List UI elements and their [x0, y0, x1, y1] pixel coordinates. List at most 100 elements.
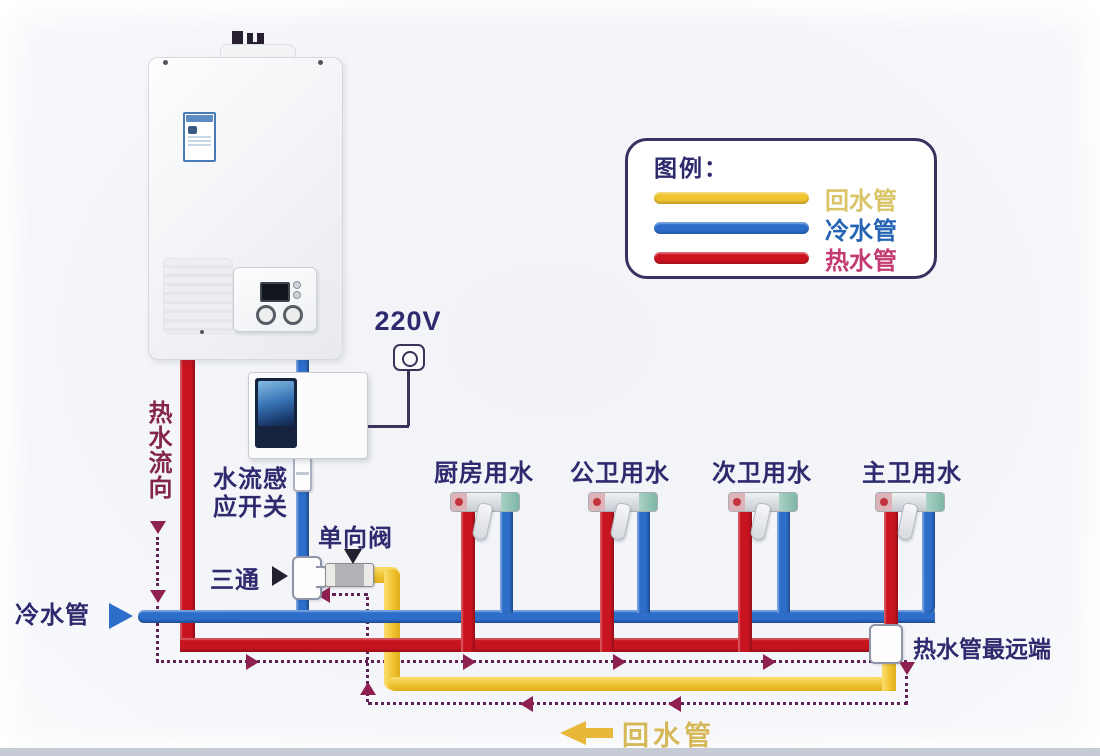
- tap-label-guest-bath: 公卫用水: [570, 460, 670, 487]
- cold-pipe-inlet-arrow-icon: [109, 603, 133, 629]
- hot-pipe-tap-riser: [738, 505, 752, 652]
- flow-sensor-label-line1: 水流感: [213, 466, 288, 493]
- boiler-top-collar: [220, 44, 296, 61]
- hot-flow-direction-label: 热水流向: [144, 400, 171, 500]
- flow-arrow-left-icon: [520, 696, 533, 712]
- floor-strip: [0, 748, 1100, 756]
- hot-pipe-swatch: [654, 252, 809, 264]
- flow-arrow-right-icon: [763, 654, 776, 670]
- cold-pipe-main-run: [138, 610, 935, 623]
- faucet-hot-inlet: [451, 493, 467, 511]
- outlet-hole: [402, 351, 418, 367]
- sticker-text-line: [188, 136, 211, 138]
- power-wire-vertical: [407, 369, 410, 426]
- legend-label-cold: 冷水管: [825, 217, 897, 245]
- hot-pipe-tap-riser: [461, 505, 475, 652]
- hot-pipe-tap-riser: [884, 505, 898, 640]
- check-valve-label: 单向阀: [318, 525, 393, 552]
- hot-flow-dotted-horizontal: [156, 660, 907, 663]
- sticker-header: [186, 115, 213, 122]
- faucet-cold-inlet: [926, 493, 944, 511]
- faucet-handle[interactable]: [471, 501, 494, 542]
- check-valve-pointer-icon: [344, 549, 362, 564]
- legend-label-return: 回水管: [825, 187, 897, 215]
- sticker-text-line: [188, 144, 211, 146]
- legend-box: 图例： 回水管 冷水管 热水管: [625, 138, 937, 279]
- flow-arrow-down-icon: [899, 662, 915, 675]
- faucet-kitchen[interactable]: [450, 492, 520, 542]
- sticker-text-line: [188, 140, 211, 142]
- boiler-vent-grille: [163, 258, 233, 334]
- flow-arrow-right-icon: [613, 654, 626, 670]
- faucet-hot-inlet: [876, 493, 892, 511]
- cold-pipe-tap-drop: [500, 505, 513, 613]
- boiler-display: [260, 282, 290, 302]
- legend-row-return: 回水管: [654, 183, 934, 215]
- return-pipe-arrow-icon: [585, 728, 613, 738]
- boiler-button[interactable]: [293, 281, 301, 289]
- flow-arrow-down-icon: [150, 590, 166, 603]
- faucet-handle[interactable]: [609, 501, 632, 542]
- boiler-knob[interactable]: [256, 305, 276, 325]
- boiler-mount-screw: [163, 60, 168, 65]
- faucet-cold-inlet: [639, 493, 657, 511]
- faucet-hot-inlet: [729, 493, 745, 511]
- boiler-energy-sticker: [183, 112, 216, 162]
- cold-pipe-tap-drop: [922, 505, 935, 613]
- tee-joint-label: 三通: [210, 567, 260, 594]
- hot-pipe-tap-riser: [600, 505, 614, 652]
- check-valve-body: [325, 563, 374, 587]
- return-pipe-arrow-head-icon: [560, 721, 586, 745]
- return-pipe-riser: [384, 569, 400, 690]
- boiler-control-panel: [233, 267, 317, 332]
- flow-arrow-down-icon: [150, 521, 166, 534]
- boiler-grille-screw: [200, 330, 204, 334]
- flow-arrow-up-icon: [360, 682, 376, 695]
- flow-sensor-label-line2: 应开关: [213, 493, 288, 521]
- far-end-label: 热水管最远端: [913, 636, 1051, 662]
- flow-sensor-box: [248, 372, 368, 459]
- faucet-second-bath[interactable]: [728, 492, 798, 542]
- tap-label-master-bath: 主卫用水: [862, 460, 962, 487]
- return-pipe-swatch: [654, 192, 809, 204]
- faucet-hot-inlet: [589, 493, 605, 511]
- faucet-master-bath[interactable]: [875, 492, 945, 542]
- boiler-mount-screw: [318, 60, 323, 65]
- legend-label-hot: 热水管: [825, 247, 897, 275]
- tap-label-kitchen: 厨房用水: [434, 460, 534, 487]
- hot-pipe-boiler-riser: [180, 348, 195, 652]
- cold-pipe-swatch: [654, 222, 809, 234]
- flow-arrow-right-icon: [463, 654, 476, 670]
- flow-arrow-right-icon: [246, 654, 259, 670]
- tee-joint-pointer-icon: [272, 566, 288, 586]
- faucet-handle[interactable]: [749, 501, 772, 542]
- cold-pipe-label: 冷水管: [15, 602, 90, 629]
- hot-flow-dotted-vertical: [156, 537, 159, 586]
- tap-label-second-bath: 次卫用水: [712, 460, 812, 487]
- blue-line-valve-notch: [296, 472, 309, 475]
- power-outlet-icon: [393, 344, 425, 371]
- sticker-figure: [188, 126, 197, 134]
- faucet-cold-inlet: [501, 493, 519, 511]
- hot-pipe-main-run: [180, 638, 880, 652]
- legend-row-hot: 热水管: [654, 243, 934, 275]
- return-pipe-bottom-run: [388, 677, 896, 691]
- sensor-screen-glass: [258, 381, 294, 426]
- boiler-button[interactable]: [293, 291, 301, 299]
- faucet-guest-bath[interactable]: [588, 492, 658, 542]
- return-flow-dotted-horizontal: [332, 593, 368, 596]
- legend-title: 图例：: [654, 155, 729, 181]
- flow-arrow-left-icon: [668, 696, 681, 712]
- flow-sensor-screen: [255, 378, 297, 448]
- boiler-knob[interactable]: [283, 305, 303, 325]
- flow-sensor-label: 水流感 应开关: [213, 466, 288, 521]
- legend-row-cold: 冷水管: [654, 213, 934, 245]
- return-flow-dotted-horizontal: [368, 702, 908, 705]
- power-wire-horizontal: [366, 425, 409, 428]
- faucet-cold-inlet: [779, 493, 797, 511]
- return-flow-dotted-vertical: [905, 676, 908, 704]
- return-pipe-label: 回水管: [622, 721, 715, 751]
- faucet-handle[interactable]: [896, 501, 919, 542]
- cold-pipe-tap-drop: [777, 505, 790, 613]
